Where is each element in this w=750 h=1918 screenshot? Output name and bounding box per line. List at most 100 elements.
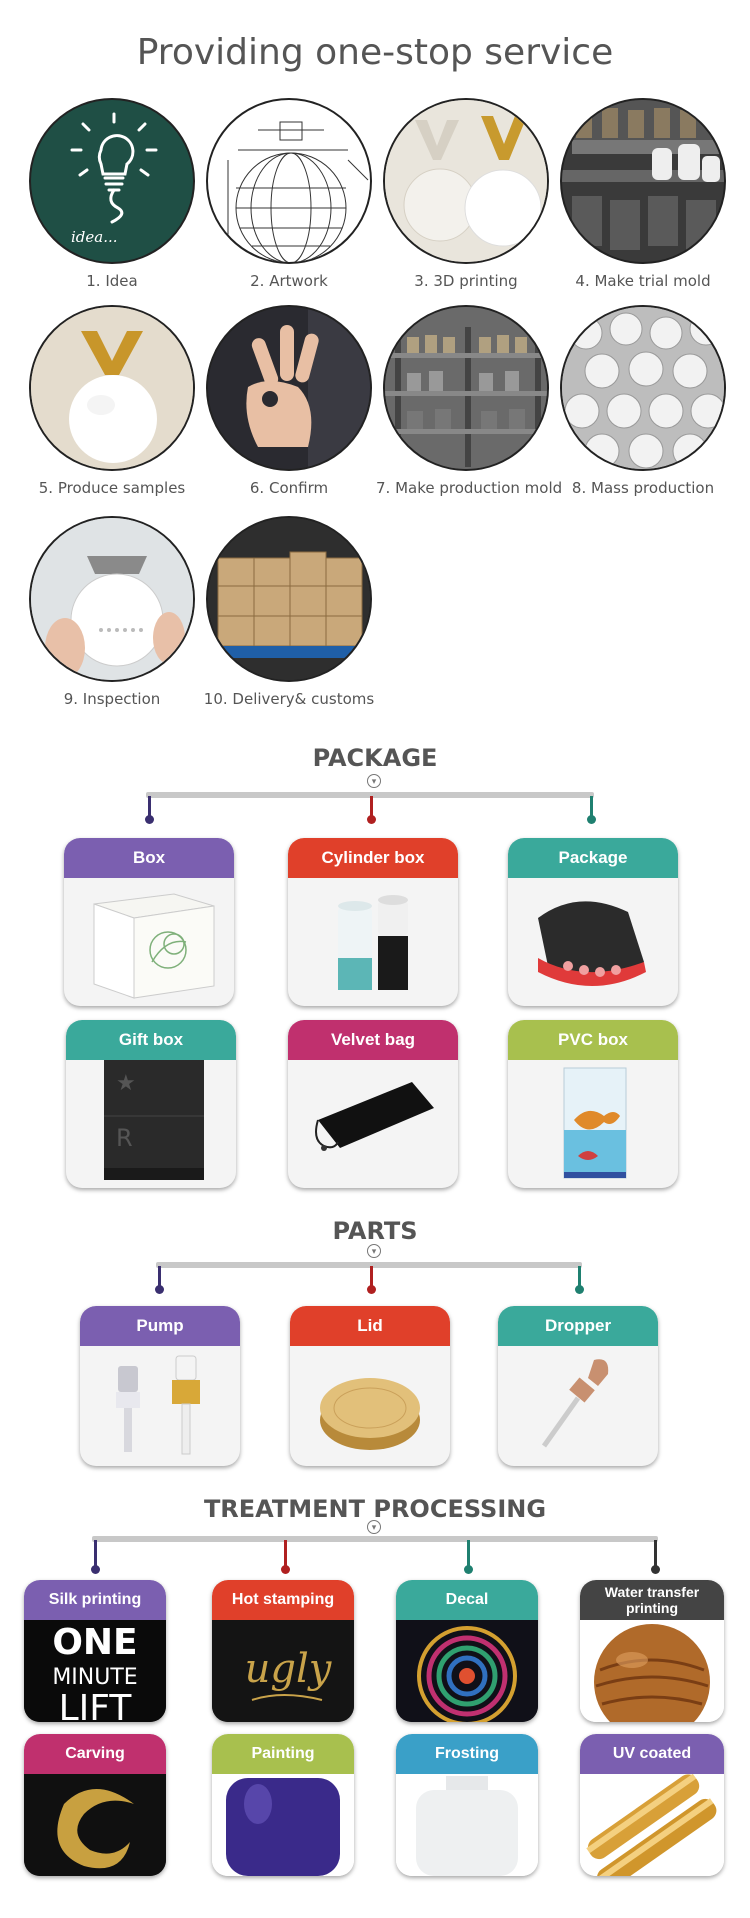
treatment-card-silk-printing[interactable]: Silk printing ONE MINUTE LIFT bbox=[24, 1580, 166, 1722]
package-card-gift-box[interactable]: Gift box ★ R bbox=[66, 1020, 236, 1188]
connector bbox=[281, 1540, 290, 1574]
frosted-bottle-image bbox=[396, 1774, 538, 1876]
inspection-bottle-icon bbox=[29, 516, 195, 682]
step-confirm: 6. Confirm bbox=[199, 305, 379, 497]
treatment-card-uv-coated[interactable]: UV coated bbox=[580, 1734, 724, 1876]
svg-text:★: ★ bbox=[116, 1071, 136, 1096]
treatment-card-frosting[interactable]: Frosting bbox=[396, 1734, 538, 1876]
card-title: UV coated bbox=[580, 1734, 724, 1774]
card-title: Package bbox=[508, 838, 678, 878]
technical-drawing-icon bbox=[206, 98, 372, 264]
silk-printing-image: ONE MINUTE LIFT bbox=[24, 1620, 166, 1722]
step-label: 6. Confirm bbox=[249, 479, 329, 497]
connector bbox=[651, 1540, 660, 1574]
step-label: 3. 3D printing bbox=[414, 272, 518, 290]
connector bbox=[155, 1266, 164, 1294]
sample-bottle-icon bbox=[29, 305, 195, 471]
step-delivery: 10. Delivery& customs bbox=[199, 516, 379, 708]
step-label: 9. Inspection bbox=[63, 690, 161, 708]
delivery-boxes-icon bbox=[206, 516, 372, 682]
step-mass-production: 8. Mass production bbox=[553, 305, 733, 497]
step-idea: idea... 1. Idea bbox=[22, 98, 202, 290]
gold-tubes-image bbox=[580, 1774, 724, 1876]
parts-title: PARTS bbox=[332, 1217, 418, 1245]
card-title: Painting bbox=[212, 1734, 354, 1774]
treatment-card-decal[interactable]: Decal bbox=[396, 1580, 538, 1722]
hot-stamping-image: ugly bbox=[212, 1620, 354, 1722]
bamboo-lid-image bbox=[290, 1346, 450, 1466]
treatment-card-painting[interactable]: Painting bbox=[212, 1734, 354, 1876]
mass-production-icon bbox=[560, 305, 726, 471]
dropper-image bbox=[498, 1346, 658, 1466]
card-title: Dropper bbox=[498, 1306, 658, 1346]
silk-art-text: MINUTE bbox=[52, 1665, 137, 1690]
package-card-box[interactable]: Box bbox=[64, 838, 234, 1006]
chevron-down-icon: ▾ bbox=[367, 1244, 381, 1258]
idea-caption: idea... bbox=[71, 228, 118, 246]
connector bbox=[145, 796, 154, 824]
svg-text:R: R bbox=[116, 1124, 133, 1152]
card-title: Pump bbox=[80, 1306, 240, 1346]
connector bbox=[367, 796, 376, 824]
pump-image bbox=[80, 1346, 240, 1466]
silk-art-text: ONE bbox=[52, 1622, 137, 1663]
treatment-card-hot-stamping[interactable]: Hot stamping ugly bbox=[212, 1580, 354, 1722]
carving-logo-image bbox=[24, 1774, 166, 1876]
card-title: PVC box bbox=[508, 1020, 678, 1060]
step-label: 4. Make trial mold bbox=[575, 272, 711, 290]
cylinder-box-image bbox=[288, 878, 458, 1006]
silk-art-text: LIFT bbox=[59, 1688, 133, 1722]
package-card-cylinder-box[interactable]: Cylinder box bbox=[288, 838, 458, 1006]
treatment-card-water-transfer-printing[interactable]: Water transfer printing bbox=[580, 1580, 724, 1722]
chevron-down-icon: ▾ bbox=[367, 1520, 381, 1534]
step-3d-printing: 3. 3D printing bbox=[376, 98, 556, 290]
package-card-velvet-bag[interactable]: Velvet bag bbox=[288, 1020, 458, 1188]
card-title: Velvet bag bbox=[288, 1020, 458, 1060]
velvet-bag-image bbox=[288, 1060, 458, 1188]
card-title: Cylinder box bbox=[288, 838, 458, 878]
package-card-package[interactable]: Package bbox=[508, 838, 678, 1006]
card-title: Gift box bbox=[66, 1020, 236, 1060]
step-label: 1. Idea bbox=[86, 272, 138, 290]
connector bbox=[91, 1540, 100, 1574]
package-title: PACKAGE bbox=[312, 744, 438, 772]
card-title: Carving bbox=[24, 1734, 166, 1774]
box-image bbox=[64, 878, 234, 1006]
3d-print-bottle-icon bbox=[383, 98, 549, 264]
step-label: 5. Produce samples bbox=[38, 479, 186, 497]
treatment-card-carving[interactable]: Carving bbox=[24, 1734, 166, 1876]
lightbulb-idea-icon: idea... bbox=[29, 98, 195, 264]
step-label: 8. Mass production bbox=[571, 479, 715, 497]
painted-jar-image bbox=[212, 1774, 354, 1876]
gift-box-image: ★ R bbox=[66, 1060, 236, 1188]
treatment-bracket bbox=[92, 1536, 658, 1542]
package-case-image bbox=[508, 878, 678, 1006]
parts-card-lid[interactable]: Lid bbox=[290, 1306, 450, 1466]
parts-card-pump[interactable]: Pump bbox=[80, 1306, 240, 1466]
connector bbox=[587, 796, 596, 824]
card-title: Box bbox=[64, 838, 234, 878]
card-title: Hot stamping bbox=[212, 1580, 354, 1620]
step-label: 2. Artwork bbox=[250, 272, 328, 290]
card-title: Silk printing bbox=[24, 1580, 166, 1620]
parts-bracket bbox=[156, 1262, 582, 1268]
card-title: Water transfer printing bbox=[580, 1580, 724, 1620]
hot-stamping-art-text: ugly bbox=[245, 1646, 333, 1692]
ok-hand-icon bbox=[206, 305, 372, 471]
parts-card-dropper[interactable]: Dropper bbox=[498, 1306, 658, 1466]
connector bbox=[464, 1540, 473, 1574]
treatment-title: TREATMENT PROCESSING bbox=[203, 1495, 547, 1523]
step-production-mold: 7. Make production mold bbox=[376, 305, 562, 497]
connector bbox=[575, 1266, 584, 1294]
step-label: 10. Delivery& customs bbox=[203, 690, 375, 708]
chevron-down-icon: ▾ bbox=[367, 774, 381, 788]
step-trial-mold: 4. Make trial mold bbox=[553, 98, 733, 290]
package-card-pvc-box[interactable]: PVC box bbox=[508, 1020, 678, 1188]
card-title: Frosting bbox=[396, 1734, 538, 1774]
production-mold-icon bbox=[383, 305, 549, 471]
connector bbox=[367, 1266, 376, 1294]
step-inspection: 9. Inspection bbox=[22, 516, 202, 708]
card-title: Decal bbox=[396, 1580, 538, 1620]
pvc-box-image bbox=[508, 1060, 678, 1188]
wood-grain-sphere-image bbox=[580, 1620, 724, 1722]
